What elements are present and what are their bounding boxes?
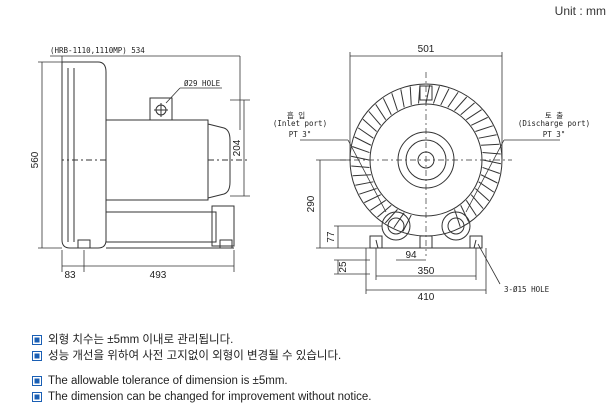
- cooling-fin: [460, 102, 475, 116]
- cooling-fin: [432, 86, 440, 104]
- hole-leader: [165, 87, 181, 104]
- discharge-pt-label: PT 3": [543, 130, 566, 139]
- cooling-fin: [482, 159, 502, 165]
- bullet-icon: [32, 351, 42, 361]
- discharge-label-kr: 토 출: [545, 110, 563, 120]
- inlet-label-kr: 흡 입: [287, 110, 305, 120]
- dim-25-label: 25: [338, 261, 349, 273]
- cooling-fin: [466, 109, 482, 121]
- front-discharge-port-inner: [447, 217, 465, 235]
- cooling-fin: [475, 125, 493, 132]
- cooling-fin: [362, 118, 377, 132]
- holes-leader: [477, 243, 501, 285]
- note-ko-1-text: 외형 치수는 ±5mm 이내로 관리됩니다.: [48, 334, 234, 346]
- front-dimensions: [300, 52, 560, 294]
- dim-83-label: 83: [64, 270, 76, 281]
- bullet-icon: [32, 392, 42, 402]
- cooling-fin: [454, 96, 468, 111]
- dim-493-label: 493: [150, 270, 167, 281]
- discharge-label-en: (Discharge port): [518, 119, 590, 128]
- side-foot-right: [219, 239, 233, 249]
- note-en-2-text: The dimension can be changed for improve…: [48, 391, 372, 403]
- dim-560-label: 560: [30, 151, 41, 168]
- cooling-fin: [465, 200, 477, 216]
- discharge-leader-diag: [465, 139, 505, 213]
- side-terminal-box: [149, 97, 173, 121]
- dim-350-label: 350: [418, 266, 435, 277]
- side-motor-body: [105, 119, 209, 201]
- cooling-fin: [370, 199, 386, 211]
- dimension-drawing: (HRB-1110,1110MP) 534 Ø29 HOLE 560 204 8…: [30, 44, 590, 303]
- inlet-leader-diag: [347, 139, 387, 213]
- dim-77-label: 77: [326, 231, 337, 243]
- side-port-body: [105, 211, 217, 243]
- side-view: [61, 61, 248, 249]
- side-foot-left: [77, 239, 91, 249]
- side-dimensions: [38, 55, 250, 272]
- front-inlet-port-inner: [387, 217, 405, 235]
- cooling-fin: [354, 136, 372, 146]
- front-view: [340, 72, 512, 256]
- cooling-fin: [350, 155, 370, 161]
- cooling-fin: [351, 165, 370, 168]
- side-motor-cap: [207, 123, 231, 199]
- cooling-fin: [480, 174, 498, 184]
- cooling-fin: [482, 152, 501, 155]
- front-cooling-fins: [350, 84, 502, 232]
- note-ko-2: 성능 개선을 위하여 사전 고지없이 외형이 변경될 수 있습니다.: [32, 348, 371, 364]
- cooling-fin: [471, 116, 488, 126]
- cooling-fin: [375, 104, 387, 120]
- side-housing-outline: [61, 61, 107, 249]
- cooling-fin: [440, 88, 450, 106]
- front-discharge-port: [441, 211, 471, 241]
- bullet-icon: [32, 335, 42, 345]
- note-en-2: The dimension can be changed for improve…: [32, 389, 371, 405]
- dim-94-label: 94: [405, 250, 417, 261]
- note-ko-1: 외형 치수는 ±5mm 이내로 관리됩니다.: [32, 332, 371, 348]
- notes-list: 외형 치수는 ±5mm 이내로 관리됩니다. 성능 개선을 위하여 사전 고지없…: [32, 332, 371, 405]
- cooling-fin: [482, 166, 500, 174]
- cooling-fin: [481, 143, 500, 146]
- unit-label: Unit : mm: [554, 4, 606, 18]
- dim-290-label: 290: [306, 195, 317, 212]
- note-en-1: The allowable tolerance of dimension is …: [32, 373, 371, 389]
- cooling-fin: [364, 194, 381, 204]
- inlet-pt-label: PT 3": [289, 130, 312, 139]
- bullet-icon: [32, 376, 42, 386]
- dim-410-label: 410: [418, 292, 435, 303]
- cooling-fin: [393, 212, 405, 229]
- side-port-flange: [211, 205, 235, 247]
- dim-204-label: 204: [232, 139, 243, 156]
- model-note: (HRB-1110,1110MP) 534: [50, 46, 145, 55]
- cooling-fin: [400, 89, 405, 108]
- cooling-fin: [352, 174, 371, 177]
- inlet-label-en: (Inlet port): [273, 119, 327, 128]
- cooling-fin: [368, 111, 382, 126]
- cooling-fin: [352, 146, 370, 154]
- dim-501-label: 501: [418, 44, 435, 55]
- cooling-fin: [478, 134, 497, 139]
- cooling-fin: [382, 98, 392, 115]
- cooling-fin: [357, 127, 374, 139]
- cooling-fin: [470, 194, 484, 209]
- cooling-fin: [409, 86, 412, 105]
- cooling-fin: [447, 91, 459, 108]
- hole-label: Ø29 HOLE: [184, 79, 221, 88]
- cooling-fin: [402, 214, 412, 232]
- note-ko-2-text: 성능 개선을 위하여 사전 고지없이 외형이 변경될 수 있습니다.: [48, 350, 342, 362]
- cooling-fin: [391, 93, 398, 111]
- cooling-fin: [384, 209, 398, 224]
- holes-label: 3-Ø15 HOLE: [504, 285, 550, 294]
- note-en-1-text: The allowable tolerance of dimension is …: [48, 375, 288, 387]
- cooling-fin: [377, 204, 392, 218]
- cooling-fin: [460, 205, 470, 222]
